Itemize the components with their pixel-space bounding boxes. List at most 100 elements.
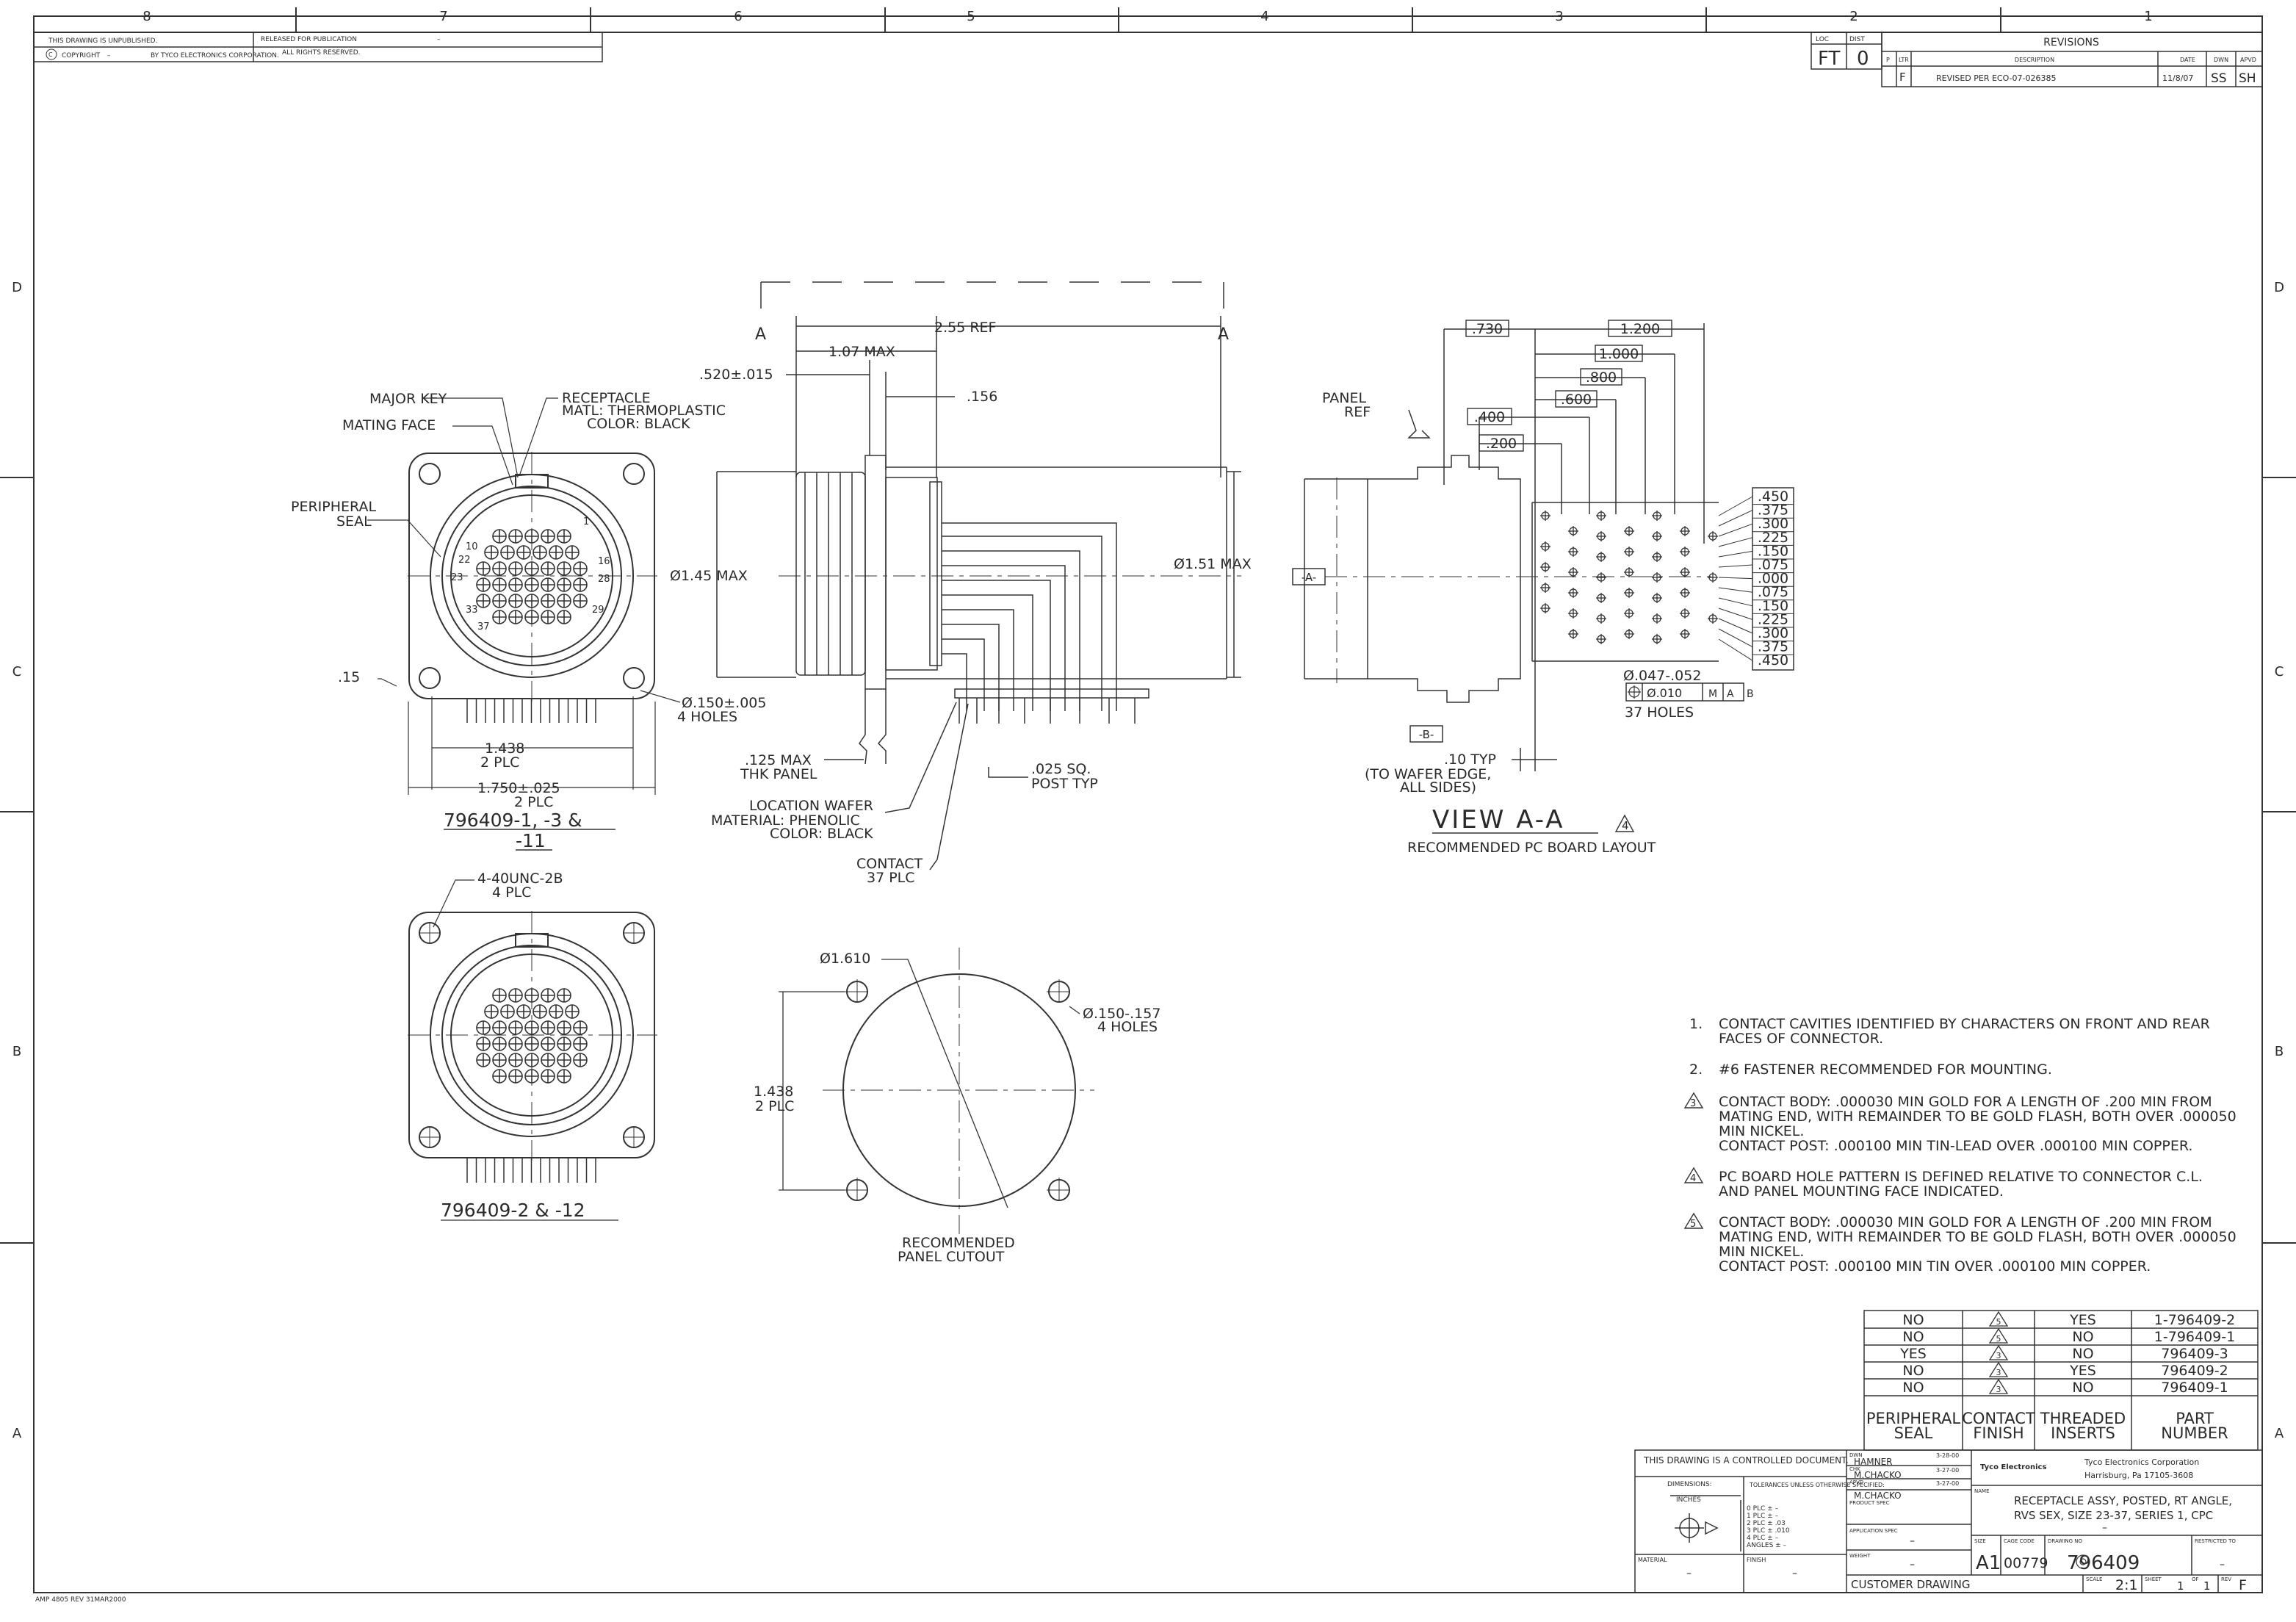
rev-description: REVISED PER ECO-07-026385 <box>1936 73 2057 83</box>
weight-value: – <box>1910 1559 1915 1571</box>
copyright-dash: – <box>107 52 111 60</box>
receptacle-label: RECEPTACLE <box>562 390 651 406</box>
part-table-cell: 1-796409-1 <box>2154 1329 2235 1345</box>
cutout-hole-dim: Ø.150-.157 <box>1083 1006 1160 1022</box>
right-dim-value: .000 <box>1758 571 1788 587</box>
view-aa-title: VIEW A-A <box>1432 805 1565 835</box>
form-number: AMP 4805 REV 31MAR2000 <box>35 1596 126 1604</box>
svg-text:1: 1 <box>583 516 589 527</box>
tolerance-row: 0 PLC ± – <box>1747 1505 1779 1513</box>
part-table-cell: YES <box>2069 1312 2096 1328</box>
svg-text:37: 37 <box>477 621 490 632</box>
part-table-cell: 796409-1 <box>2161 1380 2228 1396</box>
dim-520: .520±.015 <box>699 367 773 383</box>
front-caption-line1: 796409-1, -3 & <box>444 810 582 831</box>
rev-label: REV <box>2221 1576 2231 1582</box>
cutout-diameter: Ø1.610 <box>820 951 870 967</box>
zone-a-left: A <box>12 1426 22 1441</box>
cutout-dim-1438: 1.438 <box>754 1084 793 1100</box>
restricted-label: RESTRICTED TO <box>2195 1538 2236 1544</box>
zone-c-left: C <box>12 664 22 680</box>
col-number: NUMBER <box>2161 1424 2228 1442</box>
dwn-date: 3-28-00 <box>1936 1452 1959 1459</box>
note-line: AND PANEL MOUNTING FACE INDICATED. <box>1719 1183 2004 1200</box>
view-a-a: PANEL REF .730 1.200 1.000 .800 .600 .40… <box>1292 320 1794 856</box>
zone-d-right: D <box>2274 280 2284 295</box>
sheet-label: SHEET <box>2145 1576 2162 1582</box>
tolerance-row: 1 PLC ± – <box>1747 1513 1779 1520</box>
front-pin-numbers: 1 10 16 22 23 28 29 33 37 <box>451 516 610 632</box>
right-dim-value: .075 <box>1758 557 1788 573</box>
general-notes: 1.CONTACT CAVITIES IDENTIFIED BY CHARACT… <box>1683 1016 2237 1275</box>
holes-37: 37 HOLES <box>1625 704 1694 721</box>
right-dim-value: .150 <box>1758 543 1788 559</box>
product-spec-label: PRODUCT SPEC <box>1849 1500 1890 1506</box>
material-label: MATERIAL <box>1638 1557 1667 1563</box>
cage-value: 00779 <box>2004 1555 2048 1571</box>
note-number: 4 <box>1690 1173 1696 1184</box>
by-text: BY TYCO ELECTRONICS CORPORATION. <box>151 52 279 60</box>
controlled-text: THIS DRAWING IS A CONTROLLED DOCUMENT. <box>1643 1455 1849 1466</box>
part-table-cell: NO <box>2072 1346 2093 1362</box>
dist-label: DIST <box>1849 36 1865 43</box>
revisions-block: REVISIONS P LTR DESCRIPTION DATE DWN APV… <box>1881 32 2263 87</box>
dwn-name: HAMNER <box>1854 1457 1892 1467</box>
size-value: A1 <box>1976 1552 2001 1574</box>
datum-a: -A- <box>1302 571 1316 584</box>
note-line: CONTACT POST: .000100 MIN TIN OVER .0001… <box>1719 1258 2151 1275</box>
front-contact-array <box>476 529 588 624</box>
wafer-edge: (TO WAFER EDGE, <box>1365 766 1491 782</box>
right-dim-value: .225 <box>1758 611 1788 627</box>
right-dim-value: .075 <box>1758 584 1788 600</box>
scale-label: SCALE <box>2086 1576 2102 1582</box>
rights-text: ALL RIGHTS RESERVED. <box>282 49 361 57</box>
right-dim-value: .375 <box>1758 502 1788 519</box>
loc-dist-box: LOC DIST FT 0 <box>1811 32 1882 70</box>
note-number: 2. <box>1689 1061 1703 1078</box>
hole-diameter: Ø.047-.052 <box>1623 668 1701 684</box>
dist-value: 0 <box>1857 48 1869 70</box>
dwg-no-label: DRAWING NO <box>2048 1538 2082 1544</box>
zone-2: 2 <box>1849 9 1858 24</box>
part-table-cell: NO <box>1902 1380 1924 1396</box>
note-line: CONTACT BODY: .000030 MIN GOLD FOR A LEN… <box>1719 1094 2212 1110</box>
col-seal: SEAL <box>1894 1424 1933 1442</box>
wafer-material: MATERIAL: PHENOLIC <box>711 812 860 829</box>
application-spec-value: – <box>1910 1535 1915 1547</box>
zone-8: 8 <box>142 9 151 24</box>
svg-text:28: 28 <box>598 574 610 585</box>
note-line: MIN NICKEL. <box>1719 1244 1804 1260</box>
right-dim-value: .150 <box>1758 598 1788 614</box>
svg-text:16: 16 <box>598 556 610 567</box>
weight-label: WEIGHT <box>1849 1553 1871 1559</box>
tolerance-row: 2 PLC ± .03 <box>1747 1520 1786 1527</box>
mount-hole-bl <box>419 667 441 689</box>
part-table-cell: 1-796409-2 <box>2154 1312 2235 1328</box>
note-line: CONTACT POST: .000100 MIN TIN-LEAD OVER … <box>1719 1138 2192 1154</box>
right-dim-value: .300 <box>1758 516 1788 532</box>
thk-panel: THK PANEL <box>740 766 817 782</box>
front-caption-line2: -11 <box>516 830 546 851</box>
zone-c-right: C <box>2275 664 2284 680</box>
zone-4: 4 <box>1260 9 1268 24</box>
unpublished-text: THIS DRAWING IS UNPUBLISHED. <box>48 37 157 45</box>
dimensions-label: DIMENSIONS: <box>1667 1481 1712 1488</box>
side-view: A A 2.55 REF 1.07 MAX .520±.015 .156 Ø1.… <box>670 281 1252 886</box>
zone-1: 1 <box>2144 9 2152 24</box>
bottom-caption: 796409-2 & -12 <box>441 1200 585 1221</box>
part-table-cell: NO <box>2072 1380 2093 1396</box>
name-label: NAME <box>1974 1488 1990 1494</box>
dim-1750: 1.750±.025 <box>477 780 560 796</box>
tolerance-row: ANGLES ± – <box>1747 1542 1787 1549</box>
sheets-value: 1 <box>2203 1579 2211 1593</box>
dim-025-sq: .025 SQ. <box>1031 761 1091 777</box>
pc-board-hole-pattern <box>1540 511 1718 644</box>
part-table-cell: NO <box>1902 1312 1924 1328</box>
part-table-cell: NO <box>1902 1363 1924 1379</box>
peripheral-label: PERIPHERAL <box>291 499 376 515</box>
zone-5: 5 <box>967 9 975 24</box>
note-line: CONTACT BODY: .000030 MIN GOLD FOR A LEN… <box>1719 1214 2212 1230</box>
cutout-title-2: PANEL CUTOUT <box>898 1249 1005 1265</box>
rev-col-p: P <box>1886 57 1890 63</box>
apvd-label: APVD <box>1849 1479 1863 1485</box>
